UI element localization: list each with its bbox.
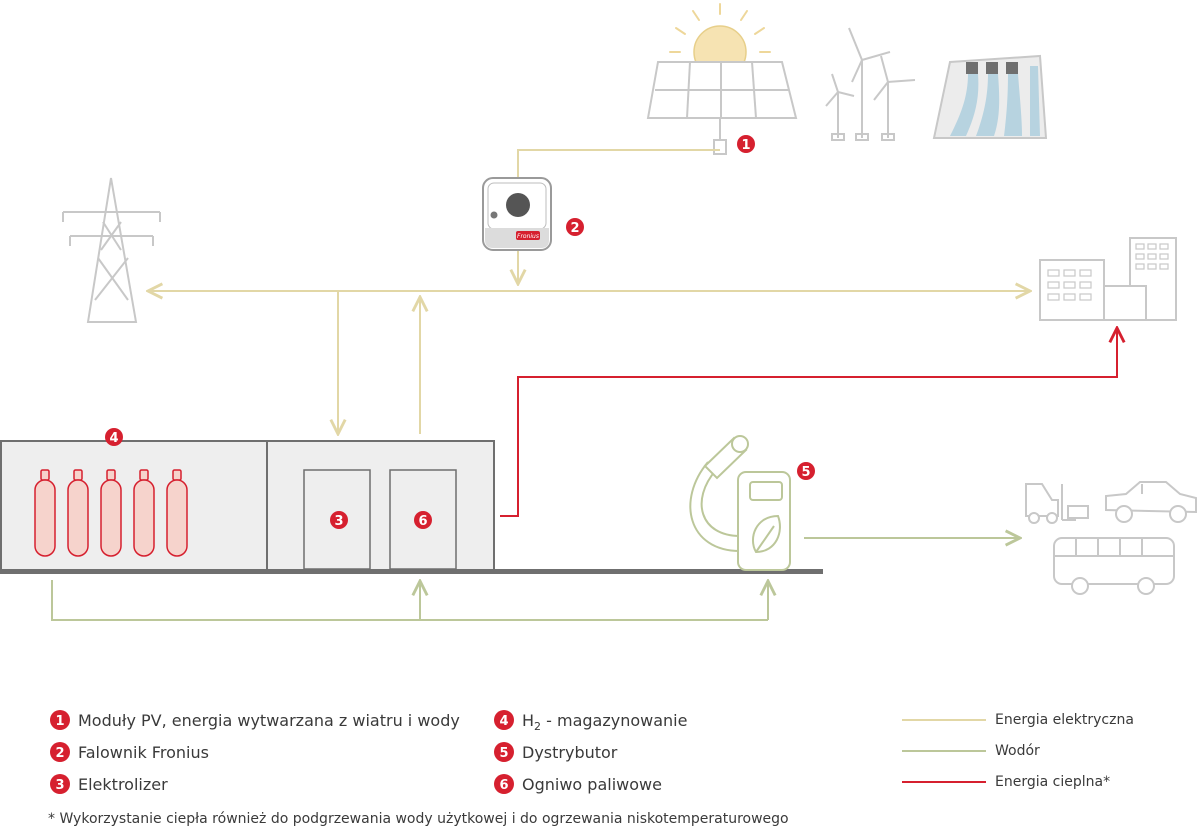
- marker-1: 1: [737, 135, 755, 153]
- hydro-dam-icon: [932, 54, 1048, 139]
- footnote: * Wykorzystanie ciepła również do podgrz…: [48, 811, 789, 827]
- hydrogen-dispenser-icon: [689, 435, 791, 571]
- marker-2-label: 2: [570, 221, 579, 236]
- electric-lines: [148, 149, 1030, 434]
- legend-item-1-number: 1: [55, 714, 64, 729]
- legend-item-2-number: 2: [55, 746, 64, 761]
- marker-4-label: 4: [109, 431, 118, 446]
- legend-item-3: 3 Elektrolizer: [50, 774, 168, 794]
- legend-item-6-number: 6: [499, 778, 508, 793]
- marker-1-label: 1: [741, 138, 750, 153]
- legend-item-4-number: 4: [499, 714, 508, 729]
- legend-item-5: 5 Dystrybutor: [494, 742, 618, 762]
- marker-3: 3: [330, 511, 348, 529]
- legend-item-5-text: Dystrybutor: [522, 743, 618, 762]
- legend-item-4-subscript: 2: [534, 720, 541, 733]
- marker-6-label: 6: [418, 514, 427, 529]
- wind-turbines-icon: [825, 27, 916, 141]
- pv-panel-icon: [646, 61, 798, 155]
- legend-item-6-text: Ogniwo paliwowe: [522, 775, 662, 794]
- fronius-inverter-icon: Fronius: [482, 177, 552, 251]
- legend-item-5-number: 5: [499, 746, 508, 761]
- legend-item-3-number: 3: [55, 778, 64, 793]
- legend-item-1: 1 Moduły PV, energia wytwarzana z wiatru…: [50, 710, 460, 730]
- electrolyzer-unit: [303, 469, 371, 570]
- legend-item-4-text: H2 - magazynowanie: [522, 711, 687, 733]
- marker-6: 6: [414, 511, 432, 529]
- ground-line: [0, 569, 823, 574]
- legend-item-3-text: Elektrolizer: [78, 775, 168, 794]
- legend-item-4-suffix: - magazynowanie: [541, 711, 687, 730]
- marker-5: 5: [797, 462, 815, 480]
- legend-item-2-text: Falownik Fronius: [78, 743, 209, 762]
- hydrogen-cylinders-icon: [34, 469, 188, 557]
- vehicles-icon: [1025, 481, 1197, 595]
- line-legend-electric: Energia elektryczna: [995, 712, 1134, 728]
- marker-3-label: 3: [334, 514, 343, 529]
- marker-4: 4: [105, 428, 123, 446]
- marker-2: 2: [566, 218, 584, 236]
- marker-5-label: 5: [801, 465, 810, 480]
- power-pylon-icon: [62, 177, 161, 323]
- legend-item-4-prefix: H: [522, 711, 534, 730]
- inverter-brand-label: Fronius: [517, 233, 539, 240]
- heat-line: [500, 328, 1117, 517]
- legend-item-6: 6 Ogniwo paliwowe: [494, 774, 662, 794]
- legend-item-1-text: Moduły PV, energia wytwarzana z wiatru i…: [78, 711, 460, 730]
- factory-icon: [1039, 237, 1177, 321]
- line-legend: Energia elektryczna Wodór Energia ciepln…: [902, 712, 1134, 790]
- line-legend-hydrogen: Wodór: [995, 743, 1040, 759]
- line-legend-heat: Energia cieplna*: [995, 774, 1110, 790]
- legend-item-4: 4 H2 - magazynowanie: [494, 710, 687, 733]
- legend-item-2: 2 Falownik Fronius: [50, 742, 209, 762]
- legend: 1 Moduły PV, energia wytwarzana z wiatru…: [50, 710, 687, 794]
